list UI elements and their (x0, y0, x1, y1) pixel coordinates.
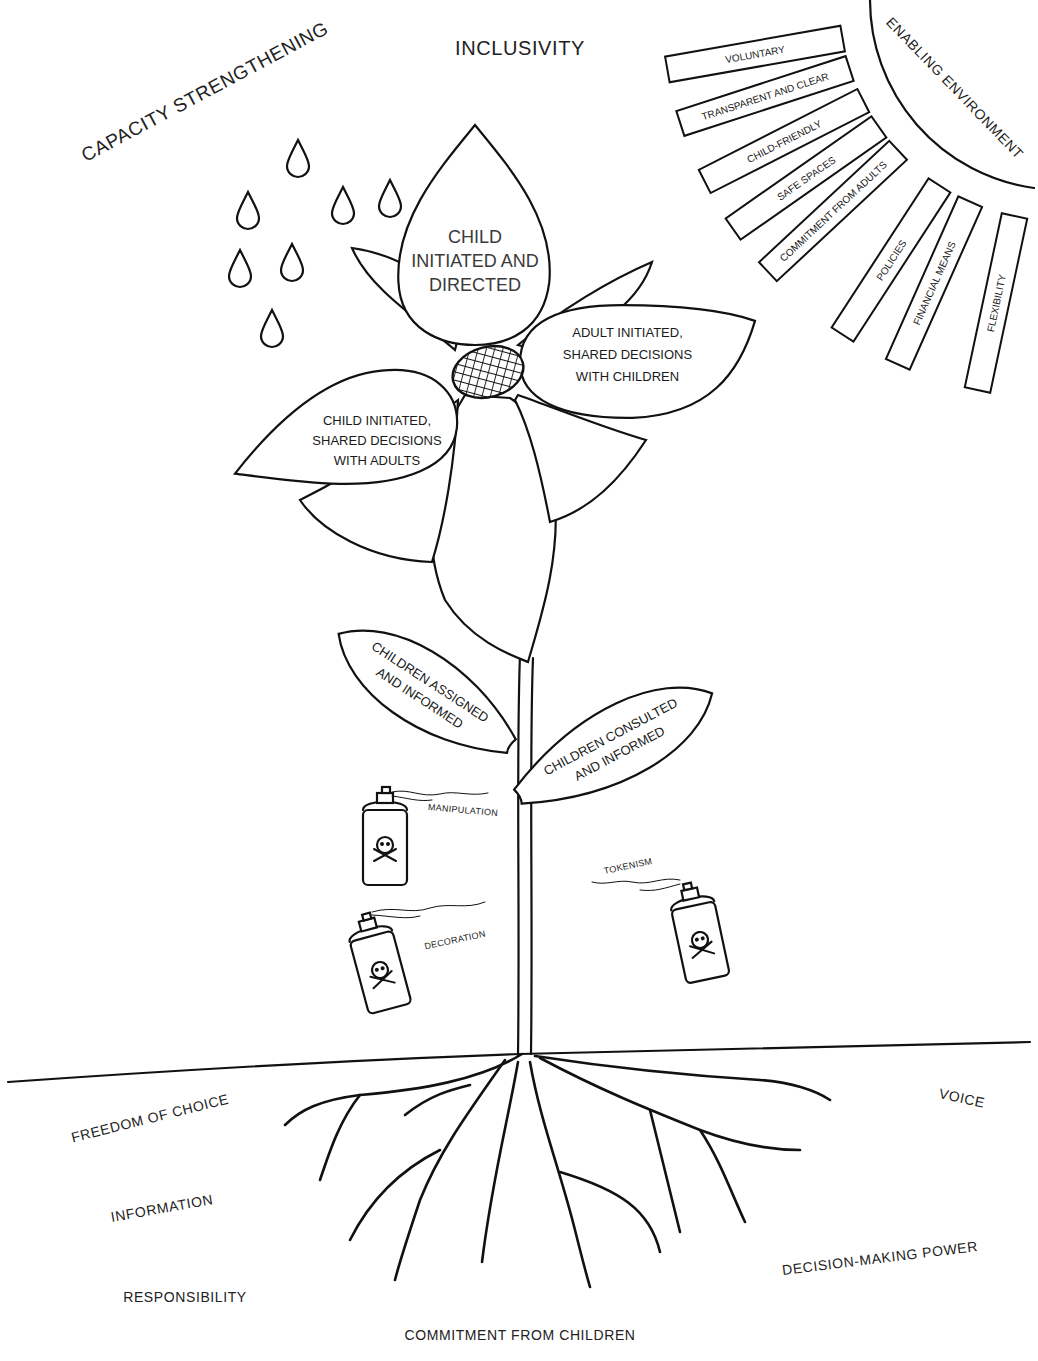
root-label: COMMITMENT FROM CHILDREN (404, 1327, 635, 1343)
raindrops (229, 140, 401, 347)
ray-text: POLICIES (874, 238, 908, 283)
spray-label: TOKENISM (603, 856, 653, 876)
petal-shape: CHILD INITIATED AND DIRECTED (395, 125, 555, 345)
petal-shape: ADULT INITIATED, SHARED DECISIONS WITH C… (520, 300, 755, 420)
spray-can (344, 908, 412, 1014)
root-label: VOICE (938, 1085, 987, 1110)
leaf-shape: CHILDREN ASSIGNED AND INFORMED (311, 593, 539, 788)
ray-text: FINANCIAL MEANS (911, 240, 958, 327)
spray-label: DECORATION (423, 929, 486, 952)
roots (285, 1054, 830, 1287)
flower-center (447, 339, 529, 406)
sun-ray-box: FLEXIBILITY (963, 212, 1028, 394)
flower-stem (518, 655, 533, 1056)
theme-label: CAPACITY STRENGTHENING (78, 17, 332, 166)
spray-lines (592, 879, 680, 890)
spray-lines (392, 791, 488, 801)
spray-can (363, 787, 407, 885)
ray-text: VOLUNTARY (724, 43, 785, 64)
spray-can (666, 879, 729, 984)
ray-text: FLEXIBILITY (984, 274, 1007, 333)
petal-shape: CHILD INITIATED, SHARED DECISIONS WITH A… (235, 365, 460, 485)
root-label: RESPONSIBILITY (123, 1289, 247, 1305)
root-label: DECISION-MAKING POWER (781, 1238, 978, 1278)
root-label: INFORMATION (110, 1191, 215, 1225)
spray-lines (372, 902, 485, 918)
petal-text: CHILD INITIATED, SHARED DECISIONS WITH A… (307, 411, 447, 471)
petal-text: CHILD INITIATED AND DIRECTED (410, 225, 540, 297)
theme-label: INCLUSIVITY (455, 37, 585, 60)
spray-label: MANIPULATION (427, 802, 498, 818)
root-label: FREEDOM OF CHOICE (70, 1091, 231, 1146)
theme-label: ENABLING ENVIRONMENT (883, 14, 1027, 162)
leaf-shape: CHILDREN CONSULTED AND INFORMED (494, 650, 737, 840)
petal-text: ADULT INITIATED, SHARED DECISIONS WITH C… (545, 322, 710, 388)
